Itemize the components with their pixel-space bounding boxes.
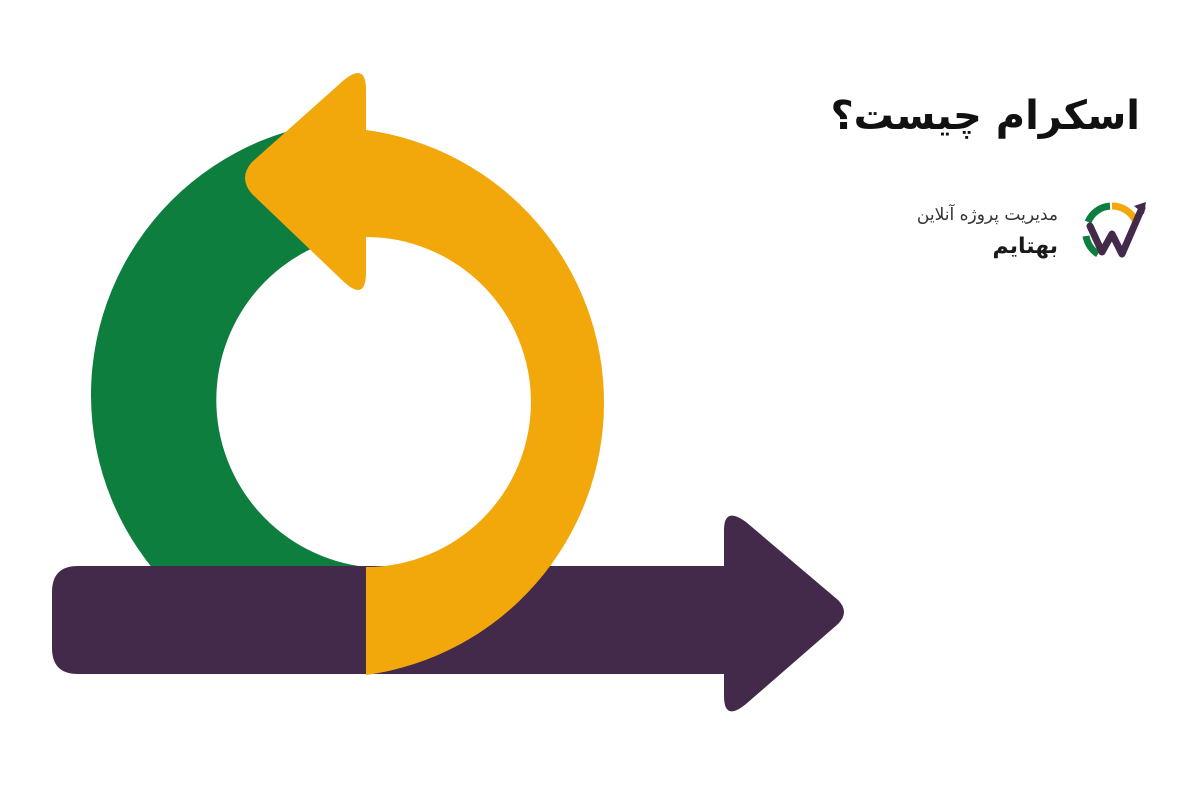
brand-tagline: مدیریت پروژه آنلاین [916,205,1058,225]
page-title: اسکرام چیست؟ [830,93,1140,139]
green-arc [91,120,366,670]
orange-arrowhead [245,72,366,291]
orange-arc [366,130,605,675]
brand-text: مدیریت پروژه آنلاین بهتایم [917,200,1058,264]
brand-block: مدیریت پروژه آنلاین بهتایم [917,196,1148,268]
brand-name: بهتایم [992,234,1058,259]
bahtime-logo-icon [1082,202,1146,258]
